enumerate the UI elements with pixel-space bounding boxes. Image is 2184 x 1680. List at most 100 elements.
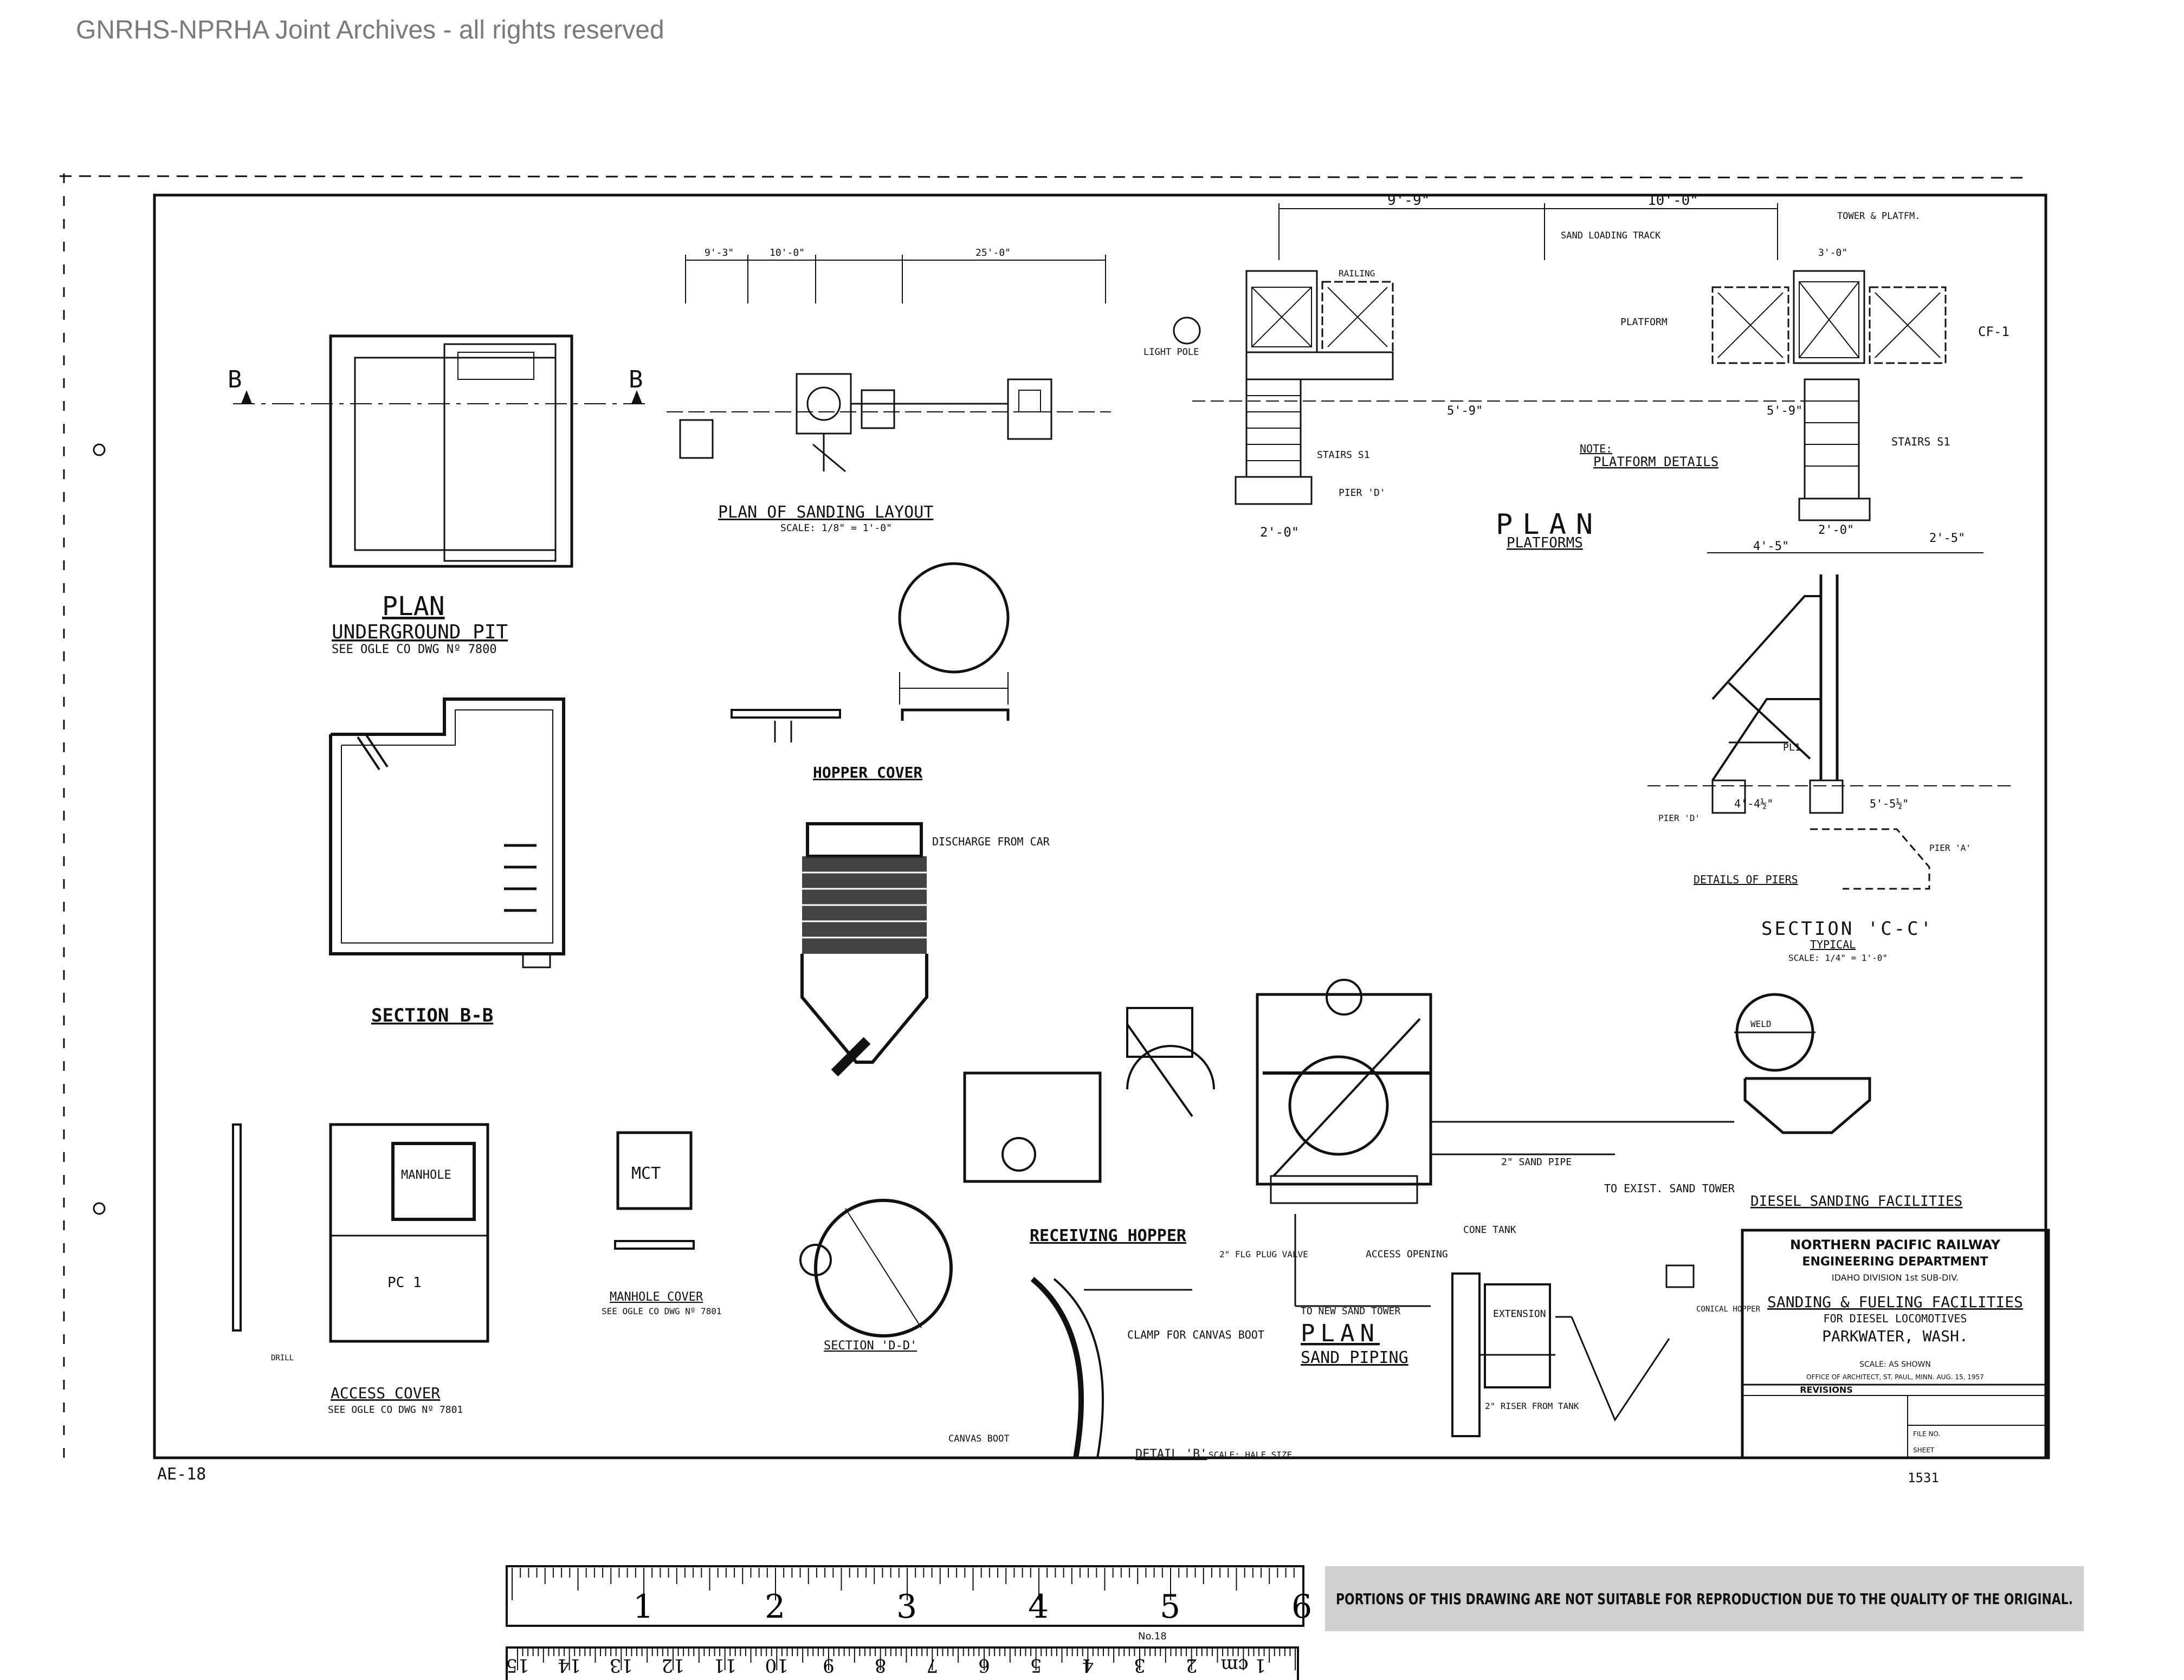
ruler-cm-label: 10 — [765, 1655, 789, 1676]
ruler-cm-label: 5 — [1030, 1655, 1042, 1676]
ruler-ticks — [512, 1568, 1296, 1670]
ruler-cm-label: 9 — [823, 1655, 835, 1676]
sheet-mark: AE-18 — [157, 1465, 206, 1484]
label-light-pole: LIGHT POLE — [1143, 347, 1199, 358]
label-extension: EXTENSION — [1493, 1308, 1546, 1320]
ruler-cm-label: 11 — [713, 1655, 736, 1676]
section-d-d: SECTION 'D-D' — [799, 1199, 953, 1353]
ruler-cm-label: 6 — [978, 1655, 990, 1676]
note-platform-details: PLATFORM DETAILS — [1593, 454, 1718, 469]
punch-hole-top — [93, 443, 106, 456]
ruler-inch-label: 5 — [1160, 1588, 1180, 1626]
ruler-cm-label: 14 — [558, 1655, 581, 1676]
section-cc-title: SECTION 'C-C' — [1761, 918, 1934, 940]
label-discharge: DISCHARGE FROM CAR — [932, 835, 1050, 848]
label-cf1: CF-1 — [1978, 324, 2009, 339]
label-mct: MCT — [631, 1164, 661, 1183]
dim-layout-3: 25'-0" — [975, 247, 1011, 259]
label-weld: WELD — [1750, 1019, 1772, 1029]
dim-platform-stair: 2'-0" — [1260, 525, 1299, 540]
plan-pit-subtitle: UNDERGROUND PIT — [332, 621, 508, 643]
plan-pit-title: PLAN — [382, 591, 445, 622]
tb-office: OFFICE OF ARCHITECT, ST. PAUL, MINN. AUG… — [1806, 1373, 1984, 1381]
dim-layout-2: 10'-0" — [770, 247, 805, 259]
ruler-cm-label: 1 cm — [1220, 1655, 1266, 1676]
dim-platform-3: 5'-9" — [1447, 404, 1483, 418]
ruler-cm-label: 8 — [875, 1655, 887, 1676]
ruler-inch-label: 4 — [1028, 1588, 1049, 1626]
plan-platforms-title: PLAN — [1496, 508, 1603, 541]
ruler-inch-label: 3 — [896, 1588, 917, 1626]
receiving-hopper-plan: RECEIVING HOPPER — [963, 1007, 1215, 1245]
ruler-cm-label: 4 — [1082, 1655, 1094, 1676]
hopper-cover: HOPPER COVER — [731, 562, 1010, 781]
dim-section-cc-2: 2'-5" — [1929, 532, 1965, 545]
manhole-cover-title: MANHOLE COVER — [610, 1290, 703, 1304]
tb-division: IDAHO DIVISION 1st SUB-DIV. — [1832, 1272, 1959, 1283]
label-pier-d-left: PIER 'D' — [1339, 487, 1386, 499]
tb-company: NORTHERN PACIFIC RAILWAY — [1790, 1237, 2001, 1252]
tb-scale: SCALE: AS SHOWN — [1859, 1360, 1931, 1369]
ruler-brand: No.18 — [1138, 1631, 1167, 1642]
ruler-cm-label: 13 — [610, 1655, 633, 1676]
label-pc1: PC 1 — [387, 1275, 422, 1291]
ruler-cm-label: 15 — [506, 1655, 529, 1676]
section-c-c: 4'-5" 2'-5" 4'-4½" 5'-5½" PL1 PIER 'D' P… — [1647, 532, 2016, 963]
punch-hole-bottom — [93, 1202, 106, 1215]
diesel-sanding-title: DIESEL SANDING FACILITIES — [1750, 1193, 1962, 1210]
tb-department: ENGINEERING DEPARTMENT — [1802, 1255, 1988, 1269]
dim-platform-1: 9'-9" — [1387, 192, 1430, 209]
detail-b-scale: SCALE: HALF SIZE — [1209, 1450, 1292, 1460]
label-tower-platform: TOWER & PLATFM. — [1837, 211, 1921, 222]
receiving-hopper-title: RECEIVING HOPPER — [1030, 1226, 1187, 1245]
tb-subtitle: FOR DIESEL LOCOMOTIVES — [1824, 1312, 1967, 1325]
label-drill: DRILL — [271, 1354, 294, 1362]
label-pier-d-right: PIER 'D' — [1658, 813, 1700, 823]
tb-file-no: FILE NO. — [1913, 1430, 1940, 1438]
sand-tower-elevation: EXTENSION CONICAL HOPPER 2" RISER FROM T… — [1451, 1264, 1761, 1437]
section-cc-subtitle: TYPICAL — [1810, 938, 1856, 951]
ruler-cm-label: 2 — [1186, 1655, 1198, 1676]
tb-title: SANDING & FUELING FACILITIES — [1767, 1293, 2023, 1311]
section-bb-title: SECTION B-B — [371, 1005, 493, 1026]
label-manhole: MANHOLE — [401, 1168, 451, 1182]
tb-location: PARKWATER, WASH. — [1822, 1327, 1968, 1345]
dim-section-cc-3: 4'-4½" — [1734, 797, 1773, 810]
plan-layout-title: PLAN OF SANDING LAYOUT — [718, 503, 933, 522]
dim-platform-top: 3'-0" — [1818, 247, 1847, 259]
label-flg-plug-valve: 2" FLG PLUG VALVE — [1219, 1249, 1308, 1259]
dim-platform-2: 10'-0" — [1647, 192, 1698, 209]
note-heading: NOTE: — [1580, 442, 1612, 455]
label-sand-loading-track: SAND LOADING TRACK — [1561, 230, 1661, 241]
detail-b-title: DETAIL 'B' — [1135, 1448, 1207, 1461]
label-new-sand-tower: TO NEW SAND TOWER — [1301, 1306, 1400, 1317]
dim-layout-1: 9'-3" — [705, 247, 734, 259]
tb-sheet: SHEET — [1913, 1446, 1935, 1454]
ruler-inch-label: 2 — [765, 1588, 785, 1626]
label-railing: RAILING — [1339, 268, 1375, 279]
access-cover-note: SEE OGLE CO DWG Nº 7801 — [328, 1404, 463, 1416]
section-mark-b-right: B — [629, 366, 643, 393]
title-block: NORTHERN PACIFIC RAILWAY ENGINEERING DEP… — [1741, 1229, 2050, 1459]
corner-mark: 1531 — [1908, 1470, 1939, 1485]
plan-pit-note: SEE OGLE CO DWG Nº 7800 — [332, 643, 497, 656]
tb-revisions: REVISIONS — [1800, 1385, 1853, 1395]
dim-platform-5: 2'-0" — [1818, 524, 1854, 537]
label-stairs-s1-left: STAIRS S1 — [1317, 449, 1370, 461]
dim-section-cc-1: 4'-5" — [1753, 540, 1789, 553]
label-canvas-boot: CANVAS BOOT — [948, 1433, 1010, 1444]
plan-sand-piping-subtitle: SAND PIPING — [1301, 1348, 1408, 1367]
label-exist-sand-tower: TO EXIST. SAND TOWER — [1604, 1182, 1735, 1195]
ruler-cm-label: 7 — [926, 1655, 938, 1676]
label-riser: 2" RISER FROM TANK — [1485, 1401, 1579, 1411]
plan-platforms-subtitle: PLATFORMS — [1507, 535, 1583, 551]
receiving-hopper-section: DISCHARGE FROM CAR — [800, 822, 1050, 1077]
section-dd-title: SECTION 'D-D' — [824, 1339, 917, 1353]
hopper-cover-title: HOPPER COVER — [813, 764, 922, 781]
label-stairs-s1-right: STAIRS S1 — [1891, 435, 1950, 448]
plan-platforms: 9'-9" 10'-0" SAND LOADING TRACK TOWER & … — [1143, 192, 2009, 551]
ruler-cm-label: 12 — [661, 1655, 684, 1676]
